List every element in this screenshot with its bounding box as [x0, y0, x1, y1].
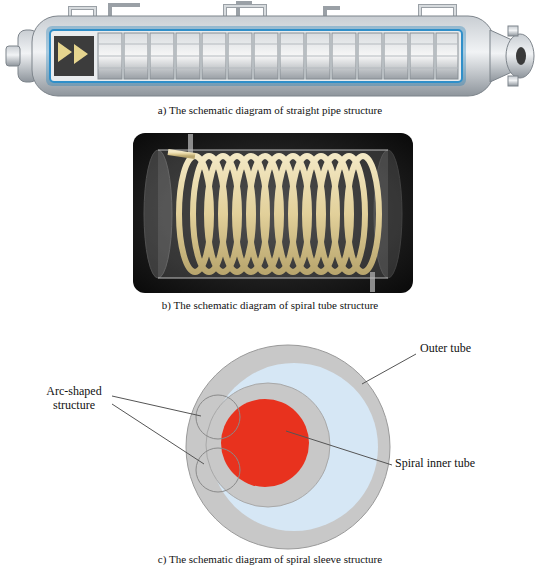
part-label: Arc-shaped structure	[36, 385, 112, 413]
part-label: Spiral inner tube	[395, 457, 535, 471]
part-label: Outer tube	[420, 342, 530, 356]
figure-caption: a) The schematic diagram of straight pip…	[20, 104, 520, 117]
spiral-sleeve-figure	[112, 345, 416, 549]
figure-caption: c) The schematic diagram of spiral sleev…	[20, 553, 520, 566]
figure-caption: b) The schematic diagram of spiral tube …	[20, 299, 520, 312]
spiral-tube-figure	[133, 133, 413, 293]
straight-pipe-figure	[6, 3, 534, 96]
